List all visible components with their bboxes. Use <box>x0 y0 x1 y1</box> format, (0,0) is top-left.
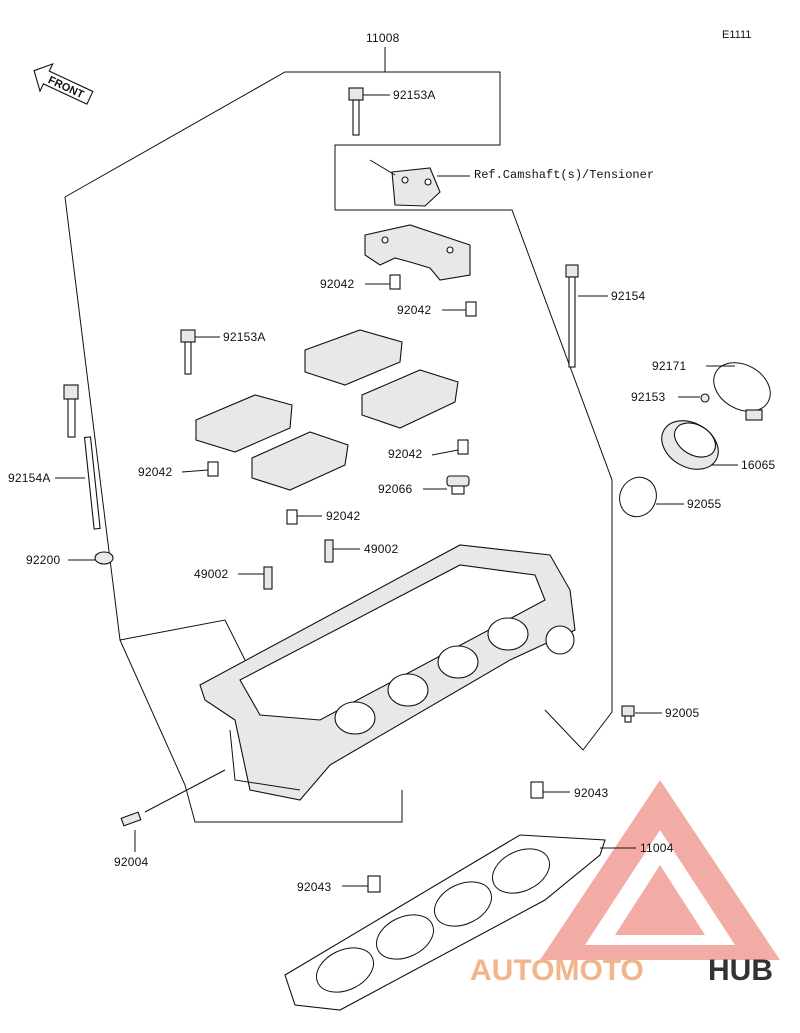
dowel-92043-b <box>367 875 381 893</box>
bolt-92153A-top <box>348 87 364 136</box>
dowel-92042-e <box>286 509 298 525</box>
watermark-logo <box>540 780 780 960</box>
dowel-92042-c <box>457 439 469 455</box>
label-92042-b: 92042 <box>397 303 431 317</box>
label-92043-b: 92043 <box>297 880 331 894</box>
label-92154: 92154 <box>611 289 645 303</box>
label-92042-e: 92042 <box>326 509 360 523</box>
fitting-92005 <box>621 705 635 723</box>
dowel-92042-d <box>207 461 219 477</box>
label-92042-c: 92042 <box>388 447 422 461</box>
guide-49002-a <box>324 539 334 563</box>
washer-92200 <box>94 551 114 565</box>
label-92042-a: 92042 <box>320 277 354 291</box>
bolt-92153A-left <box>180 329 196 375</box>
throttle-holder-16065 <box>661 420 719 470</box>
guide-49002-b <box>263 566 273 590</box>
cylinder-head <box>199 544 576 801</box>
dowel-92042-a <box>389 274 401 290</box>
watermark-text-automoto: AUTOMOTO <box>470 954 644 987</box>
reference-note: Ref.Camshaft(s)/Tensioner <box>474 168 654 182</box>
cam-cap-4 <box>251 431 349 491</box>
label-92153: 92153 <box>631 390 665 404</box>
label-92042-d: 92042 <box>138 465 172 479</box>
label-92005: 92005 <box>665 706 699 720</box>
plug-92066 <box>446 475 470 495</box>
cam-cap-3 <box>195 394 293 453</box>
label-49002-b: 49002 <box>194 567 228 581</box>
label-92055: 92055 <box>687 497 721 511</box>
cam-cap-2 <box>361 369 459 429</box>
head-gasket-11004 <box>284 834 606 1011</box>
label-92154A: 92154A <box>8 471 51 485</box>
stud-92004 <box>120 811 142 827</box>
diagram-code: E1111 <box>722 29 751 41</box>
label-92153A-left: 92153A <box>223 330 266 344</box>
front-label: FRONT <box>46 74 86 101</box>
clamp-92171 <box>713 362 771 421</box>
dowel-92042-b <box>465 301 477 317</box>
label-16065: 16065 <box>741 458 775 472</box>
bolt-92154 <box>565 264 579 368</box>
label-11004: 11004 <box>640 841 674 855</box>
o-ring-92055 <box>619 476 657 518</box>
label-92004: 92004 <box>114 855 148 869</box>
label-49002-a: 49002 <box>364 542 398 556</box>
watermark-text-hub: HUB <box>708 954 773 987</box>
screw-92153 <box>700 393 710 403</box>
dowel-92043-a <box>530 781 544 799</box>
cam-cap-top <box>364 224 471 281</box>
label-92171: 92171 <box>652 359 686 373</box>
cam-tensioner-bracket <box>391 167 441 207</box>
label-92153A-top: 92153A <box>393 88 436 102</box>
cam-cap-1 <box>304 329 403 386</box>
label-11008: 11008 <box>366 31 400 45</box>
label-92200: 92200 <box>26 553 60 567</box>
bolt-92154A <box>63 384 101 530</box>
front-arrow-icon: FRONT <box>33 62 94 105</box>
label-92043-a: 92043 <box>574 786 608 800</box>
label-92066: 92066 <box>378 482 412 496</box>
